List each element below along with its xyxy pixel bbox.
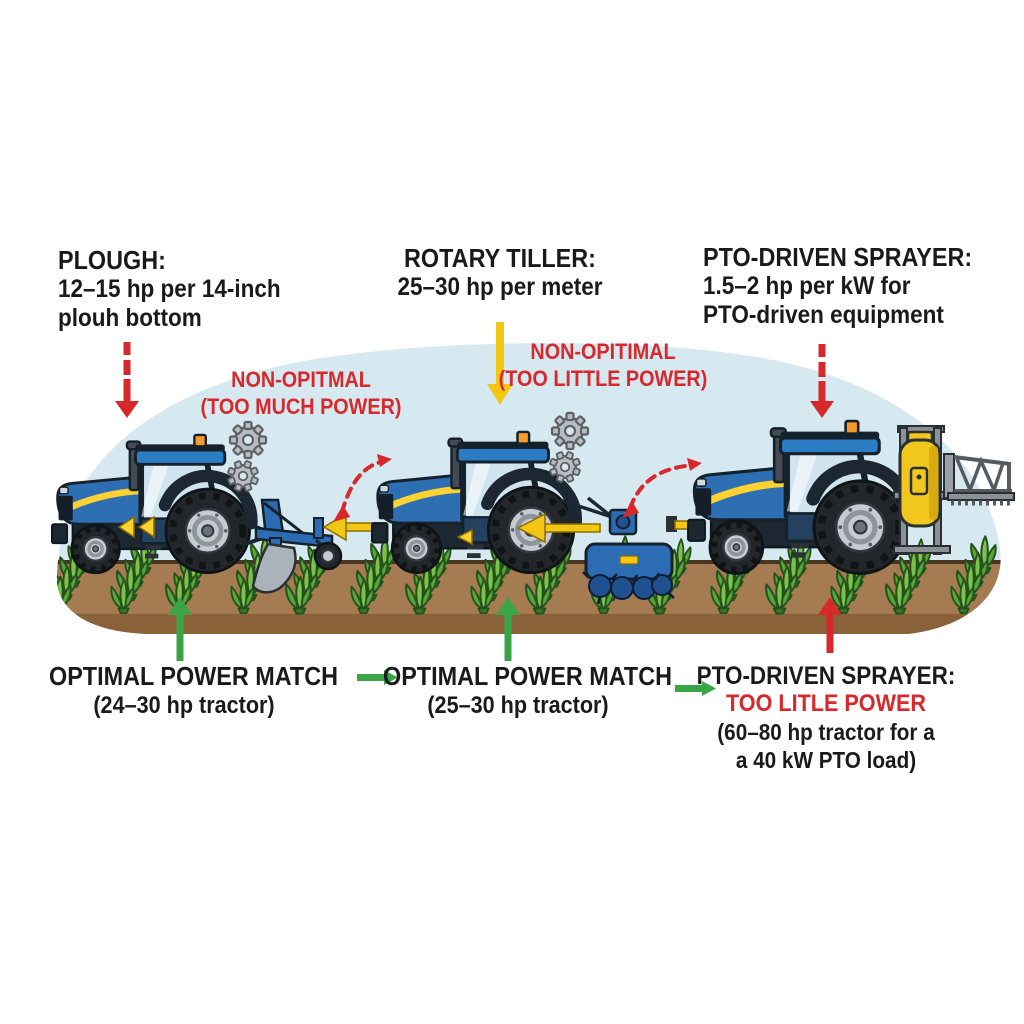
bottom-right-heading: PTO-DRIVEN SPRAYER: bbox=[696, 662, 956, 690]
rotary-tiller-spec-line2: 25–30 hp per meter bbox=[397, 273, 603, 301]
yellow-chevrons-left-tractor bbox=[117, 515, 155, 539]
plough-spec-line2: 12–15 hp per 14-inch bbox=[58, 275, 281, 303]
red-dashed-curve-arrow-right bbox=[622, 458, 702, 518]
yellow-down-arrow-center bbox=[487, 322, 513, 405]
rotary-tiller-illustration bbox=[516, 496, 700, 605]
bottom-right-line4: a 40 kW PTO load) bbox=[735, 747, 917, 773]
pto-sprayer-spec-label: PTO-DRIVEN SPRAYER: 1.5–2 hp per kW for … bbox=[703, 243, 972, 330]
bottom-right-line3: (60–80 hp tractor for a bbox=[717, 719, 935, 745]
sprayer-tank bbox=[898, 430, 942, 528]
tiller-tines bbox=[582, 571, 675, 605]
plough-spec-heading: PLOUGH: bbox=[58, 245, 166, 275]
red-dashed-down-arrow-left bbox=[115, 342, 139, 418]
sprayer-illustration bbox=[893, 425, 1015, 555]
red-dashed-curve-arrow-left bbox=[333, 454, 392, 522]
plough-spec-label: PLOUGH: 12–15 hp per 14-inch plouh botto… bbox=[58, 246, 281, 333]
non-optimal-too-much-power-callout: NON-OPITMAL (TOO MUCH POWER) bbox=[193, 366, 409, 420]
pto-sprayer-spec-heading: PTO-DRIVEN SPRAYER: bbox=[703, 242, 973, 272]
callout-left-line1: NON-OPITMAL bbox=[231, 367, 371, 392]
optimal-power-match-left-label: OPTIMAL POWER MATCH (24–30 hp tractor) bbox=[49, 661, 339, 721]
red-up-arrow-right bbox=[818, 597, 842, 653]
sprayer-boom bbox=[943, 453, 1015, 506]
green-up-arrow-center bbox=[496, 597, 520, 661]
bottom-center-line1: OPTIMAL POWER MATCH bbox=[383, 661, 673, 691]
callout-center-line2: (TOO LITTLE POWER) bbox=[498, 366, 708, 391]
green-up-arrow-left bbox=[168, 597, 192, 661]
callout-center-line1: NON-OPITIMAL bbox=[530, 339, 676, 364]
bottom-left-line2: (24–30 hp tractor) bbox=[93, 692, 275, 719]
green-right-arrow-right bbox=[675, 681, 716, 696]
pto-sprayer-spec-line3: PTO-driven equipment bbox=[703, 301, 944, 329]
non-optimal-too-little-power-callout: NON-OPITIMAL (TOO LITTLE POWER) bbox=[495, 338, 711, 392]
bottom-right-warning: TOO LITLE POWER bbox=[725, 690, 926, 717]
plough-spec-line3: plouh bottom bbox=[58, 304, 202, 332]
plough-illustration bbox=[237, 498, 343, 594]
red-dashed-down-arrow-right bbox=[810, 344, 834, 418]
rotary-tiller-spec-label: ROTARY TILLER: 25–30 hp per meter bbox=[356, 244, 644, 302]
pto-sprayer-spec-line2: 1.5–2 hp per kW for bbox=[703, 272, 911, 300]
yellow-chevron-center-tractor bbox=[456, 528, 473, 546]
optimal-power-match-center-label: OPTIMAL POWER MATCH (25–30 hp tractor) bbox=[383, 661, 673, 721]
callout-left-line2: (TOO MUCH POWER) bbox=[200, 394, 402, 419]
rotary-tiller-spec-heading: ROTARY TILLER: bbox=[404, 243, 596, 273]
pto-sprayer-too-little-power-label: PTO-DRIVEN SPRAYER: TOO LITLE POWER (60–… bbox=[691, 662, 961, 774]
bottom-left-line1: OPTIMAL POWER MATCH bbox=[49, 661, 339, 691]
yellow-pto-shaft-arrow-center bbox=[516, 512, 601, 544]
bottom-center-line2: (25–30 hp tractor) bbox=[427, 692, 609, 719]
green-right-arrow-center bbox=[357, 670, 398, 685]
